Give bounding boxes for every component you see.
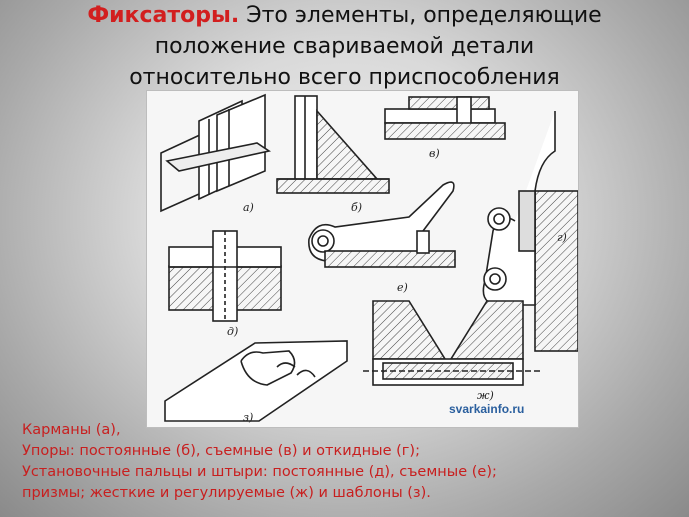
label-v: в) [429,147,440,160]
fixture-illustration: а) б) в) г) д) е) ж) з) svarkainfo.ru [146,90,579,428]
drawing-stop-b [276,95,390,194]
drawing-stop-v [384,96,506,140]
caption-list: Карманы (а), Упоры: постоянные (б), съем… [22,420,682,504]
label-b: б) [351,201,362,214]
drawing-pin-e [308,181,456,268]
title-line-3: относительно всего приспособления [129,65,560,90]
title-accent: Фиксаторы. [87,3,240,28]
label-zh: ж) [477,389,494,402]
title-line-1: Фиксаторы. Это элементы, определяющие [0,0,689,31]
label-z: з) [243,411,253,424]
drawing-stop-g [482,111,578,352]
caption-line-3: Установочные пальцы и штыри: постоянные … [22,464,497,480]
caption-line-4: призмы; жесткие и регулируемые (ж) и шаб… [22,485,431,501]
drawing-pin-d [168,230,282,322]
title-rest: Это элементы, определяющие [239,3,602,28]
drawing-pocket-a [160,93,272,213]
drawing-template-z [164,340,348,422]
label-e: е) [397,281,408,294]
slide-title: Фиксаторы. Это элементы, определяющие по… [0,0,689,93]
label-d: д) [227,325,238,338]
drawing-prism-zh [363,300,543,386]
label-g: г) [557,231,567,244]
title-line-2: положение свариваемой детали [154,34,535,59]
label-a: а) [243,201,254,214]
caption-line-2: Упоры: постоянные (б), съемные (в) и отк… [22,443,420,459]
figure-watermark: svarkainfo.ru [449,402,524,416]
caption-line-1: Карманы (а), [22,422,121,438]
